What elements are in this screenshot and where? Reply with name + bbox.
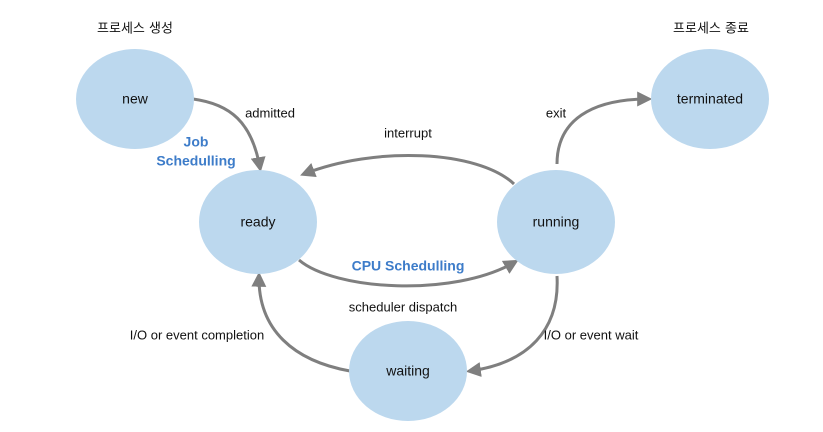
- state-ready: ready: [199, 170, 317, 274]
- state-waiting-label: waiting: [385, 363, 430, 379]
- label-io-completion: I/O or event completion: [130, 327, 264, 342]
- state-terminated: terminated: [651, 49, 769, 149]
- label-exit: exit: [546, 105, 567, 120]
- state-waiting: waiting: [349, 321, 467, 421]
- edge-waiting-to-ready: [251, 271, 351, 373]
- cpu-scheduling-label: CPU Schedulling: [352, 258, 465, 274]
- state-new: new: [76, 49, 194, 149]
- label-interrupt: interrupt: [384, 125, 432, 140]
- edge-running-to-terminated: [555, 91, 653, 165]
- label-admitted: admitted: [245, 105, 295, 120]
- process-creation-caption: 프로세스 생성: [97, 22, 173, 37]
- job-scheduling-label-line2: Schedulling: [156, 153, 235, 169]
- state-running: running: [497, 170, 615, 274]
- state-ready-label: ready: [240, 214, 275, 230]
- job-scheduling-label-line1: Job: [184, 134, 209, 150]
- edge-running-to-ready: [300, 153, 516, 186]
- label-io-wait: I/O or event wait: [544, 327, 639, 342]
- edge-new-to-ready: [192, 97, 266, 173]
- state-new-label: new: [122, 91, 149, 107]
- label-scheduler-dispatch: scheduler dispatch: [349, 299, 457, 314]
- edge-running-to-waiting: [465, 275, 559, 377]
- edge-ready-to-running: [298, 258, 519, 288]
- state-running-label: running: [533, 214, 580, 230]
- state-terminated-label: terminated: [677, 91, 743, 107]
- process-termination-caption: 프로세스 종료: [673, 22, 749, 37]
